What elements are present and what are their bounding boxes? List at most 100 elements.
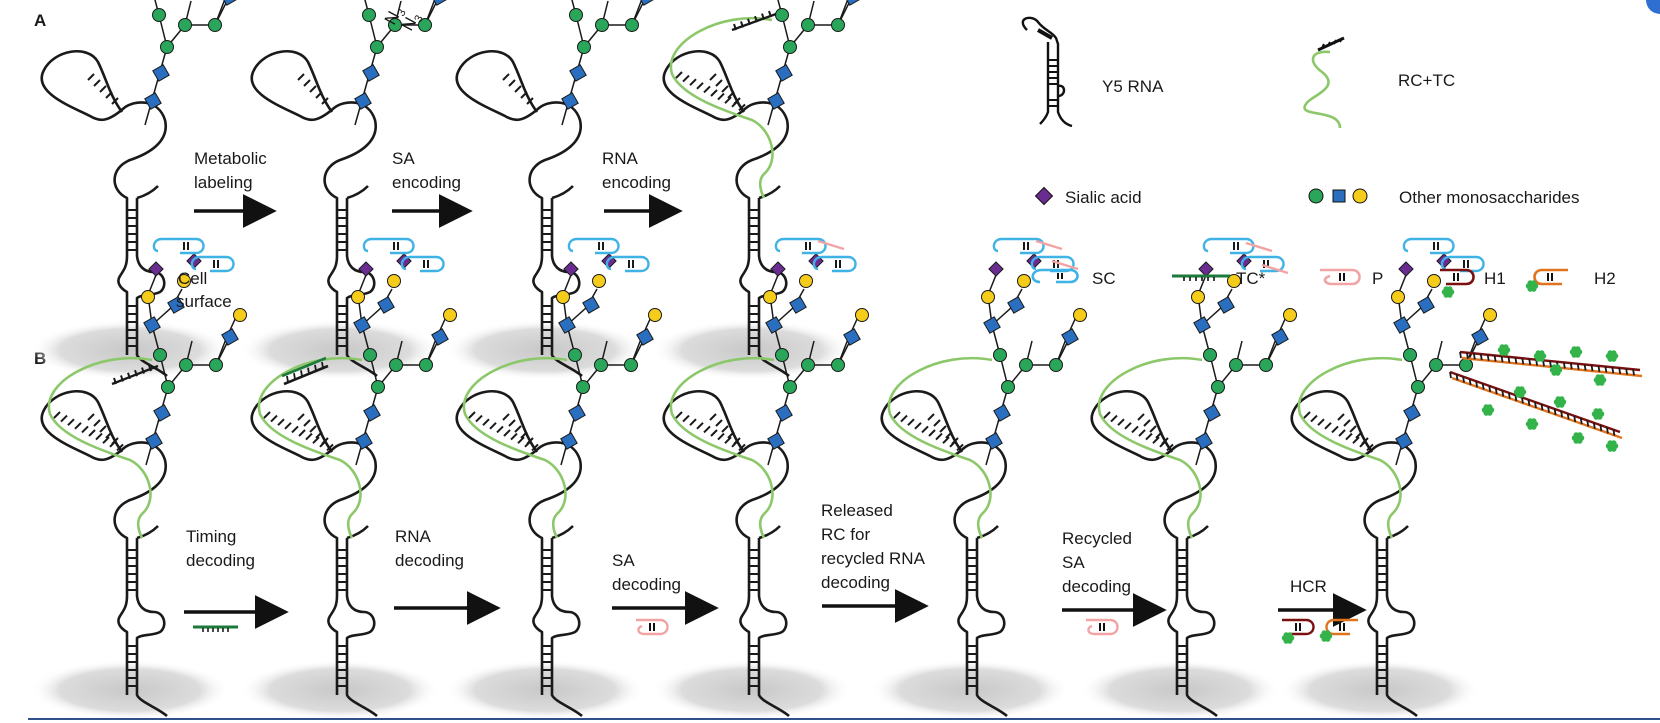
p-strand-icon [1261, 263, 1289, 275]
mannose-icon [1403, 348, 1417, 362]
galactose-icon [177, 274, 191, 288]
y5-rna-construct [652, 356, 852, 720]
base-pairs [297, 73, 347, 347]
mannose-icon [370, 40, 384, 54]
galactose-icon [1391, 290, 1405, 304]
mannose-icon [178, 18, 192, 32]
glcnac-square-icon [152, 64, 170, 82]
sialic-acid-icon [148, 261, 164, 277]
mannose-icon [363, 348, 377, 362]
glcnac-square-icon [145, 432, 163, 450]
sc-hairpin-icon [1440, 255, 1485, 273]
glcnac-square-icon [569, 64, 587, 82]
legend-blue-square-glyph [1332, 189, 1346, 203]
rna-strand-inner [345, 198, 378, 378]
y5-rna-construct [445, 356, 645, 720]
glycan-tree [561, 0, 655, 126]
sc-hairpin-icon [774, 237, 827, 255]
legend-h1-glyph [1440, 268, 1475, 298]
rc-tc-strand [669, 16, 774, 199]
galactose-icon [1017, 274, 1031, 288]
rna-strand-inner [1385, 538, 1418, 718]
glcnac-square-icon [767, 432, 785, 450]
sc-hairpin-icon [190, 255, 235, 273]
galactose-icon [233, 308, 247, 322]
base-pairs [87, 73, 137, 347]
rc-tc-strand [47, 356, 153, 539]
rna-strand-outer [1090, 390, 1218, 695]
base-pairs [87, 413, 137, 687]
sc-hairpin-icon [1202, 237, 1255, 255]
svg-text:encoding: encoding [602, 173, 671, 192]
step-label-timing-decoding: Timing decoding [186, 527, 255, 570]
glcnac-square-icon [1193, 316, 1211, 334]
tc-overhang [111, 364, 159, 386]
mannose-icon [993, 348, 1007, 362]
sc-hairpin-icon [812, 255, 857, 273]
step-label-released-rc: Released RC for recycled RNA decoding [821, 501, 926, 592]
rna-strand-inner [757, 198, 790, 378]
mannose-icon [783, 380, 797, 394]
sialic-acid-icon [988, 261, 1004, 277]
rna-strand-outer [250, 390, 378, 695]
mannose-icon [362, 8, 376, 22]
svg-text:HCR: HCR [1290, 577, 1327, 596]
galactose-icon [1227, 274, 1241, 288]
step-label-metabolic-labeling: Metabolic labeling [194, 149, 267, 192]
mannose-icon [1229, 358, 1243, 372]
legend-y5-rna-label: Y5 RNA [1102, 77, 1164, 96]
y5-rna-construct [870, 356, 1070, 720]
glcnac-square-icon [775, 64, 793, 82]
rna-strand-outer [40, 390, 168, 695]
p-strand-icon [1035, 239, 1063, 251]
glycan-tree [144, 0, 238, 126]
cell-surface-shadow [240, 660, 440, 720]
panel-label-a: A [34, 11, 46, 30]
mannose-icon [208, 18, 222, 32]
glcnac-square-icon [167, 296, 185, 314]
galactose-icon [387, 274, 401, 288]
glcnac-square-icon [1217, 296, 1235, 314]
glycan-tree [1191, 237, 1297, 466]
svg-text:RNA: RNA [395, 527, 432, 546]
mannose-icon [371, 380, 385, 394]
rc-tc-strand [462, 356, 568, 539]
legend-glcnac-green-glyph [1308, 188, 1324, 204]
glcnac-square-icon [1403, 404, 1421, 422]
glcnac-square-icon [568, 404, 586, 422]
galactose-icon [981, 290, 995, 304]
glcnac-square-icon [1271, 328, 1289, 346]
fluorophore-icon [1549, 364, 1563, 376]
fluorophore-icon [1605, 440, 1619, 452]
galactose-icon [1073, 308, 1087, 322]
glycan-tree [556, 237, 662, 466]
mannose-icon [1049, 358, 1063, 372]
legend-sialic-acid-glyph [1034, 186, 1054, 206]
glycan-tree [763, 237, 869, 466]
rna-strand-inner [550, 198, 583, 378]
glcnac-square-icon [355, 432, 373, 450]
base-pairs [927, 413, 977, 687]
glcnac-square-icon [1195, 432, 1213, 450]
y5-rna-construct [652, 16, 852, 380]
glcnac-square-icon [1007, 296, 1025, 314]
galactose-icon [855, 308, 869, 322]
y5-rna-construct [1080, 356, 1280, 720]
mannose-icon [775, 8, 789, 22]
legend-sc-label: SC [1092, 269, 1116, 288]
rna-strand-inner [975, 538, 1008, 718]
legend-sc-glyph [1031, 268, 1079, 284]
rc-tc-strand [887, 356, 993, 539]
hcr-polymers [1449, 344, 1643, 452]
rna-strand-outer [662, 50, 790, 355]
glcnac-square-icon [775, 404, 793, 422]
step-label-sa-decoding: SA decoding [612, 551, 681, 594]
fluorophore-icon [1591, 408, 1605, 420]
legend-tc-star-glyph [1172, 274, 1230, 281]
galactose-icon [556, 290, 570, 304]
mannose-icon [1019, 358, 1033, 372]
glcnac-square-icon [765, 316, 783, 334]
glycan-tree [767, 0, 861, 126]
glcnac-square-icon [153, 404, 171, 422]
sc-hairpin-icon [567, 237, 620, 255]
